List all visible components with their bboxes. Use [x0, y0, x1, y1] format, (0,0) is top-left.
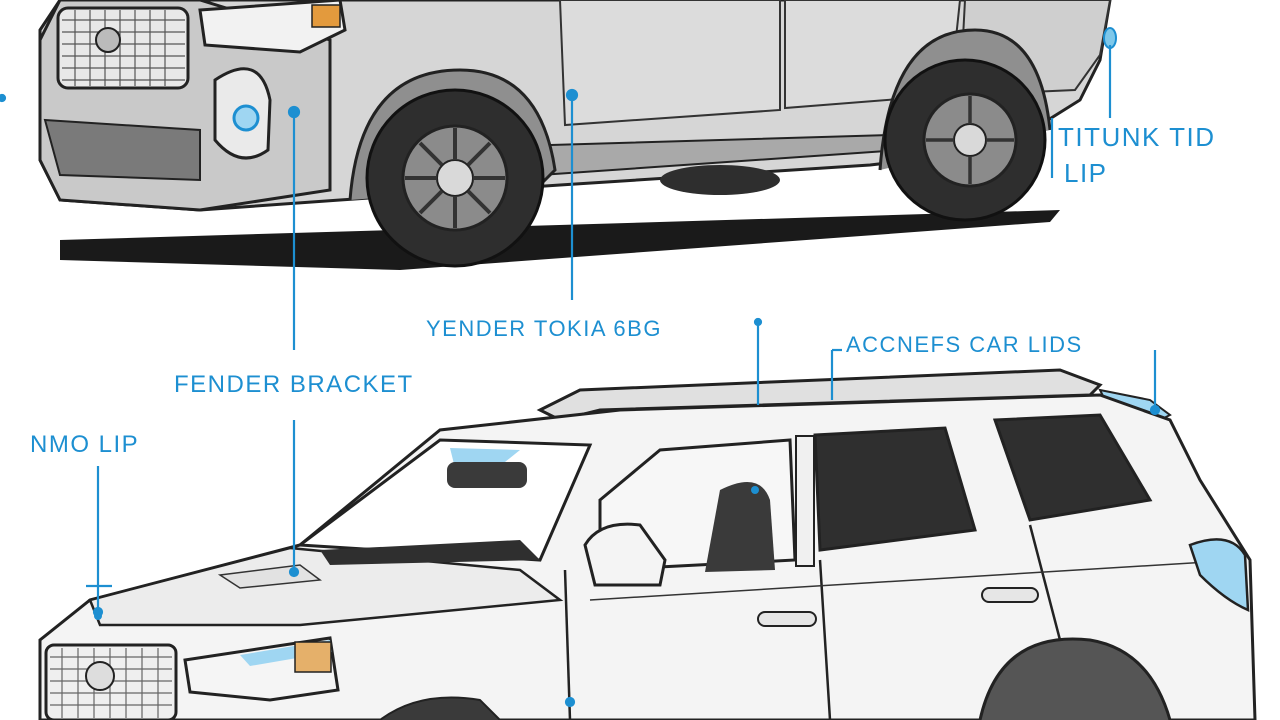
callout-fender-bracket: FENDER BRACKET [174, 371, 414, 398]
bottom-suv-rear-handle [981, 587, 1039, 603]
bottom-suv-rear-window [813, 426, 977, 552]
callout-nmo-lip: NMO LIP [30, 431, 140, 458]
bottom-suv-hood [88, 546, 564, 627]
top-suv-bumper [43, 118, 201, 182]
bottom-suv-windshield [295, 438, 593, 562]
top-suv-turn-signal [311, 4, 341, 28]
top-suv-fog-light [232, 104, 260, 132]
top-suv-far-tire [660, 165, 780, 195]
bottom-suv-front-handle [757, 611, 817, 627]
top-suv-shadow [60, 210, 1060, 270]
top-suv-front-door [558, 0, 781, 127]
callout-leaders [0, 45, 1161, 708]
bottom-suv-quarter-glass [992, 413, 1153, 522]
bottom-suv-dashboard [320, 540, 540, 565]
callout-accents-car-lids: ACCNEFS CAR LIDS [846, 332, 1083, 357]
top-suv-emblem [95, 27, 121, 53]
bottom-suv-front-door-seam [563, 569, 572, 720]
callout-trunk-lid-line2: LIP [1064, 158, 1108, 188]
bottom-suv-rear-quarter-seam [1028, 524, 1062, 641]
bottom-suv-rear-door-seam [818, 559, 832, 720]
bottom-suv-body-line [589, 559, 1241, 601]
top-suv-headlight [198, 0, 347, 54]
bottom-suv-taillight [1188, 538, 1250, 612]
bottom-suv-front-arch [379, 696, 501, 720]
bottom-suv-seat [705, 482, 775, 572]
bottom-suv-turn-signal [294, 641, 332, 673]
bottom-suv-emblem [85, 661, 115, 691]
callout-trunk-lid: TITUNK TID [1058, 122, 1216, 152]
bottom-suv-b-pillar [795, 435, 815, 567]
top-suv [38, 0, 1117, 270]
bottom-suv [38, 368, 1257, 720]
callout-yender-tokia: YENDER TOKIA 6BG [426, 316, 662, 341]
bottom-suv-mirror-interior [447, 462, 527, 488]
bottom-suv-rear-arch [978, 637, 1172, 720]
bottom-suv-side-mirror [583, 522, 667, 587]
